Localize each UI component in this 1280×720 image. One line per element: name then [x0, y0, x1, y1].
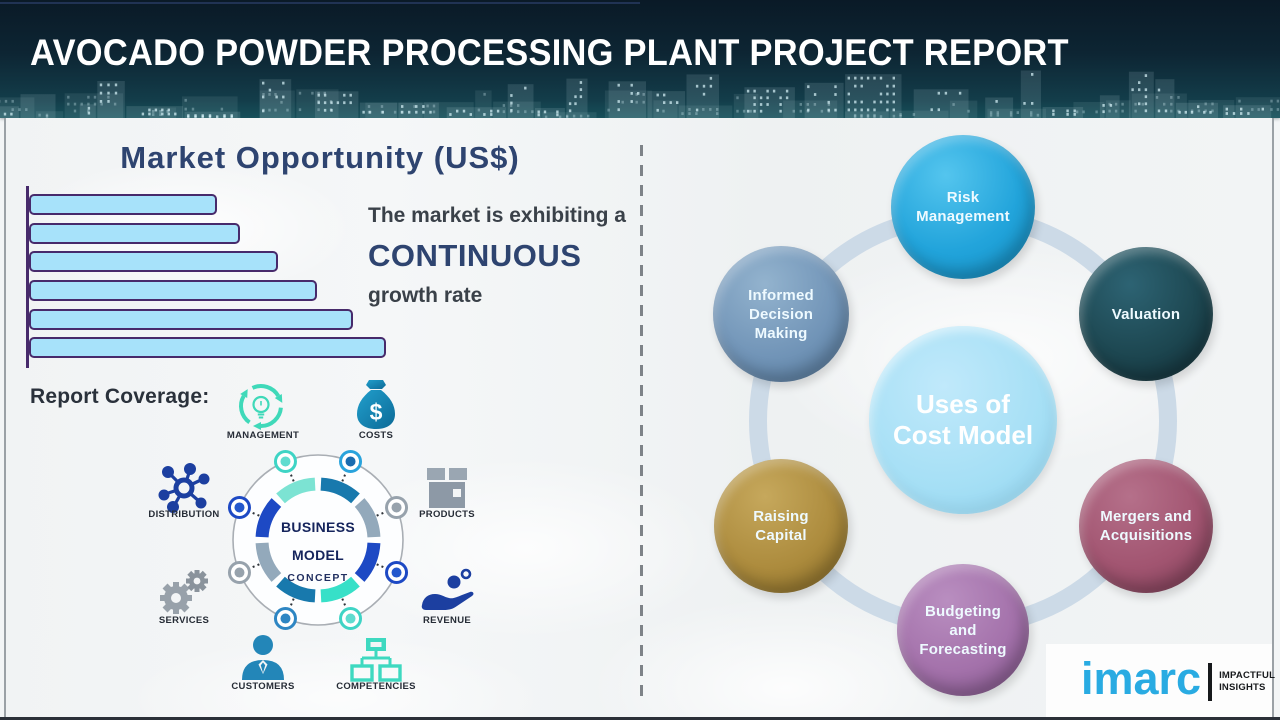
growth-statement: The market is exhibiting a CONTINUOUS gr…: [368, 204, 643, 308]
org-chart-icon: [350, 638, 402, 682]
satellite-raising-capital: Raising Capital: [714, 459, 848, 593]
business-model-line2: MODEL: [291, 547, 345, 563]
report-coverage-heading: Report Coverage:: [30, 385, 210, 408]
business-model-center-label: BUSINESS MODEL CONCEPT: [243, 513, 393, 585]
coverage-label-products: PRODUCTS: [419, 509, 475, 520]
coverage-label-competencies: COMPETENCIES: [336, 681, 416, 692]
bottom-border: [0, 717, 1280, 720]
hub-center-line: Uses of: [916, 389, 1010, 419]
logo-background: [1046, 644, 1272, 717]
satellite-line: Management: [916, 208, 1010, 225]
coverage-label-revenue: REVENUE: [422, 615, 472, 626]
hand-coins-icon: [421, 568, 474, 610]
satellite-line: Risk: [946, 189, 980, 206]
business-model-line1: BUSINESS: [281, 519, 355, 535]
logo-tagline-line1: IMPACTFUL: [1219, 669, 1276, 681]
business-model-line3: CONCEPT: [287, 572, 349, 584]
imarc-logo: imarc IMPACTFUL INSIGHTS: [1081, 653, 1275, 705]
satellite-risk-management: Risk Management: [891, 135, 1035, 279]
growth-line-1: The market is exhibiting a: [368, 204, 626, 227]
bar-3: [29, 251, 278, 272]
satellite-line: and: [949, 621, 977, 639]
business-model-title: BUSINESS MODEL: [243, 513, 393, 569]
growth-line-2: CONTINUOUS: [368, 238, 582, 273]
logo-tagline-line2: INSIGHTS: [1219, 681, 1266, 693]
management-cycle-icon: [239, 384, 283, 430]
right-border: [1272, 118, 1274, 717]
logo-tagline: IMPACTFUL INSIGHTS: [1219, 670, 1275, 694]
panel-divider-dashed: [640, 145, 643, 700]
coverage-item-products: [425, 467, 469, 509]
bar-chart-axis: [26, 186, 29, 368]
page-title: AVOCADO POWDER PROCESSING PLANT PROJECT …: [30, 32, 1069, 73]
satellite-line: Making: [754, 324, 808, 342]
gears-icon: [160, 570, 208, 614]
coverage-item-costs: $: [353, 378, 399, 432]
city-skyline-graphic: [0, 70, 1280, 118]
growth-line-3: growth rate: [368, 284, 483, 307]
left-border: [4, 118, 6, 717]
box-icon: [427, 468, 467, 508]
business-model-ring-diagram: [227, 449, 409, 631]
bar-2: [29, 223, 240, 244]
header-top-accent: [0, 2, 640, 4]
bar-4: [29, 280, 317, 301]
bar-6: [29, 337, 386, 358]
coverage-label-services: SERVICES: [158, 615, 210, 626]
coverage-item-customers: [239, 634, 287, 680]
money-bag-icon: $: [357, 380, 395, 429]
satellite-mergers-acquisitions: Mergers and Acquisitions: [1079, 459, 1213, 593]
satellite-line: Valuation: [1111, 305, 1181, 323]
coverage-label-customers: CUSTOMERS: [231, 681, 295, 692]
coverage-item-distribution: [156, 462, 212, 514]
satellite-valuation: Valuation: [1079, 247, 1213, 381]
coverage-item-management: [233, 381, 289, 431]
bar-1: [29, 194, 217, 215]
satellite-line: Budgeting: [925, 602, 1001, 620]
satellite-line: Raising: [753, 508, 809, 525]
satellite-line: Capital: [755, 527, 807, 544]
person-icon: [242, 635, 284, 680]
market-opportunity-title: Market Opportunity (US$): [120, 140, 520, 175]
hub-center-line: Cost Model: [892, 420, 1034, 450]
satellite-line: Informed: [748, 286, 814, 304]
coverage-label-management: MANAGEMENT: [226, 430, 300, 441]
satellite-line: Decision: [748, 305, 814, 323]
satellite-line: Forecasting: [919, 640, 1007, 658]
imarc-wordmark: imarc: [1081, 653, 1202, 704]
satellite-line: Acquisitions: [1099, 527, 1193, 544]
header-banner: AVOCADO POWDER PROCESSING PLANT PROJECT …: [0, 0, 1280, 118]
logo-divider-bar: [1208, 662, 1213, 701]
coverage-item-revenue: [420, 568, 476, 618]
network-icon: [158, 463, 210, 513]
coverage-label-costs: COSTS: [358, 430, 394, 441]
coverage-item-services: [152, 566, 212, 618]
bar-5: [29, 309, 353, 330]
coverage-item-competencies: [349, 636, 403, 682]
coverage-label-distribution: DISTRIBUTION: [148, 509, 220, 520]
satellite-line: Mergers and: [1100, 508, 1192, 525]
satellite-informed-decision-making: Informed Decision Making: [713, 246, 849, 382]
hub-center-uses-of-cost-model: Uses of Cost Model: [869, 326, 1057, 514]
svg-text:$: $: [370, 399, 383, 425]
satellite-budgeting-forecasting: Budgeting and Forecasting: [897, 564, 1029, 696]
